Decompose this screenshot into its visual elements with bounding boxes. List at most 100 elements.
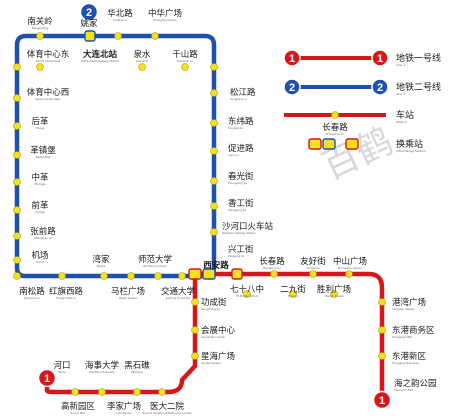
station-dot[interactable] [100, 272, 108, 280]
station-label-sub: Zhonghua Square [153, 18, 177, 22]
station-label-sub: Gangwan Square [392, 307, 415, 311]
station-dot[interactable] [210, 119, 218, 127]
station-label: 功成街 [201, 297, 227, 308]
station-dot[interactable] [13, 122, 21, 130]
legend-sample-station-label: 长春路 [322, 122, 348, 133]
station-dot[interactable] [36, 32, 44, 40]
station-label: 中华广场 [148, 8, 182, 19]
station-dot[interactable] [151, 32, 159, 40]
legend-station: 长春路 Changchun Lu 车站 Station [284, 109, 414, 136]
station-dot[interactable] [345, 270, 353, 278]
station-label-sub: Cujin Lu [228, 153, 239, 157]
station-dot[interactable] [13, 151, 21, 159]
station-dot[interactable] [13, 272, 21, 280]
station-label: 交通大学 [161, 286, 196, 297]
station-label-sub: Shahekou Railway Station [222, 231, 256, 235]
station-label: 革镇堡 [30, 145, 56, 156]
station-label: 高新园区 [61, 401, 96, 412]
station-label: 友好街 [300, 256, 326, 267]
station-dot[interactable] [378, 326, 386, 334]
station-label: 红旗西路 [49, 286, 84, 297]
station-dot[interactable] [13, 178, 21, 186]
station-dot[interactable] [178, 272, 186, 280]
station-label: 机场 [31, 250, 48, 261]
station-label: 二九街 [280, 284, 306, 295]
station-dot[interactable] [138, 63, 146, 71]
line2-badge[interactable]: 2 [79, 2, 99, 22]
station-dot[interactable] [13, 206, 21, 214]
station-dot[interactable] [181, 63, 189, 71]
station-dot[interactable] [191, 352, 199, 360]
line1-badge-number: 1 [44, 373, 50, 385]
transfer-station-xian-lu[interactable] [188, 268, 216, 280]
legend-line1: 1 1 地铁一号线 Line 1 [283, 49, 441, 67]
station-dot[interactable] [36, 63, 44, 71]
station-label: 松江路 [230, 87, 256, 98]
station-dot[interactable] [13, 63, 21, 71]
station-dot[interactable] [289, 290, 297, 298]
station-dot[interactable] [191, 326, 199, 334]
legend: 1 1 地铁一号线 Line 1 2 2 地铁二号线 Line 2 长春路 Ch… [283, 49, 441, 153]
station-dot[interactable] [114, 32, 122, 40]
station-label: 体育中心东 [27, 49, 70, 60]
station-dot[interactable] [58, 272, 66, 280]
station-dot[interactable] [158, 388, 166, 396]
station-dot[interactable] [13, 232, 21, 240]
line1-badge-east[interactable]: 1 [372, 390, 392, 410]
station-label: 黑石礁 [124, 360, 150, 371]
station-dot[interactable] [13, 94, 21, 102]
station-label: 七十八中 [230, 284, 264, 295]
station-dot[interactable] [309, 270, 317, 278]
station-label: 中山广场 [333, 256, 367, 267]
station-label-sub: Maritime University [89, 370, 115, 374]
station-dot[interactable] [378, 298, 386, 306]
station-dot[interactable] [378, 352, 386, 360]
station-label-sub: Zhongge [34, 182, 46, 186]
station-label-sub: Xianggong Jie [228, 208, 246, 212]
station-dot[interactable] [154, 272, 162, 280]
station-label-sub: Airport [36, 260, 45, 264]
station-label: 沙河口火车站 [222, 221, 274, 232]
station-dot[interactable] [127, 272, 135, 280]
station-label-sub: Jiaotong University [165, 296, 191, 300]
station-dot[interactable] [191, 298, 199, 306]
station-label-sub: Changchun Lu [263, 266, 282, 270]
station-dot[interactable] [210, 89, 218, 97]
station-dot[interactable] [210, 147, 218, 155]
station-label-sub: Nanguanling [32, 26, 49, 30]
station-label-sub: Normal University [143, 264, 167, 268]
station-label: 师范大学 [138, 254, 173, 265]
station-label: 促进路 [228, 143, 254, 154]
station-label: 南关岭 [27, 16, 53, 27]
station-dot[interactable] [13, 256, 21, 264]
station-label-sub: Sports Center West [35, 97, 60, 101]
station-label-sub: Zhangqian Lu [34, 236, 52, 240]
station-label-sub: Dongwei Lu [228, 126, 244, 130]
station-dot[interactable] [133, 388, 141, 396]
station-dot[interactable] [210, 202, 218, 210]
station-dot[interactable] [210, 228, 218, 236]
station-label-sub: Quanshui [136, 59, 149, 63]
station-dot[interactable] [243, 290, 251, 298]
station-dot[interactable] [210, 63, 218, 71]
station-label: 河口 [53, 360, 70, 371]
station-dot[interactable] [210, 177, 218, 185]
station-dot[interactable] [71, 388, 79, 396]
line1-badge-number: 1 [379, 395, 385, 407]
station-label-sub: Hekou [58, 370, 67, 374]
station-label: 张前路 [30, 226, 56, 237]
station-label-sub: Donggang New Area [392, 361, 419, 365]
station-dot[interactable] [98, 388, 106, 396]
station-label-sub: Xinggong Jie [228, 254, 245, 258]
transfer-station-changchun-lu[interactable] [231, 268, 243, 280]
station-dot[interactable] [270, 270, 278, 278]
line2-station-labels: 姚家 南关岭 Nanguanling 华北路 Huabei Lu 中华广场 Zh… [19, 8, 273, 300]
station-dot[interactable] [330, 290, 338, 298]
station-label: 胜利广场 [317, 284, 351, 295]
legend-line2: 2 2 地铁二号线 Line 2 [283, 78, 441, 96]
transfer-station-dalian-north[interactable] [84, 30, 96, 42]
station-label-sub: Second Hospital of Medical University [143, 411, 192, 415]
station-label-sub: Erjiu Jie [288, 294, 298, 298]
line1-badge-west[interactable]: 1 [37, 368, 57, 388]
